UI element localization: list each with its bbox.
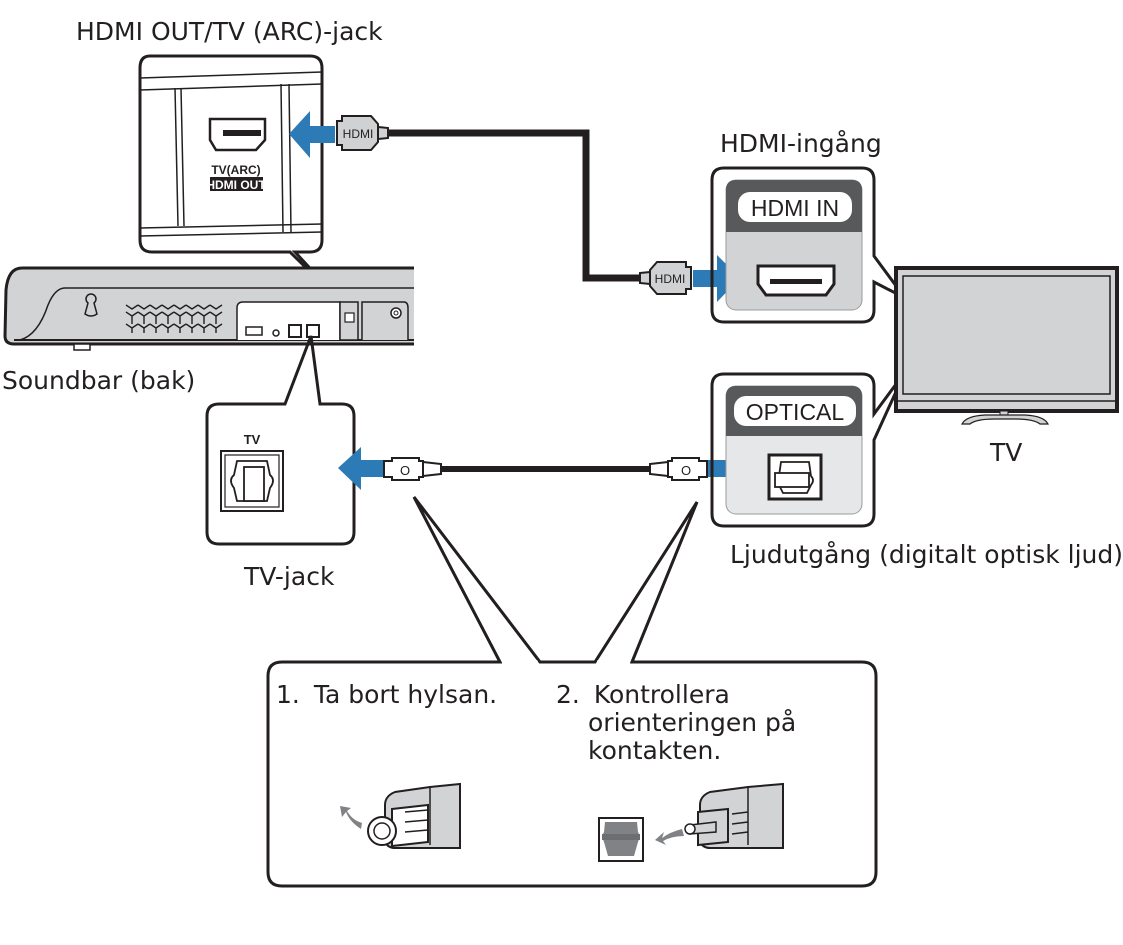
optical-port-1-icon	[288, 324, 302, 338]
rotate-arrow-icon	[340, 806, 362, 829]
steps-box	[266, 496, 878, 888]
svg-text:1. Ta bort hylsan.: 1. Ta bort hylsan.	[276, 680, 497, 709]
aux-port-icon	[272, 329, 280, 337]
hdmi-in-badge: HDMI IN	[751, 195, 839, 221]
optical-badge: OPTICAL	[746, 399, 845, 425]
tv-optical-callout: OPTICAL	[710, 371, 907, 528]
tv-illustration	[894, 266, 1119, 425]
vent-grille	[125, 304, 223, 333]
optical-plug-label-left: O	[400, 463, 410, 478]
power-jack-icon	[390, 307, 402, 319]
step-2-line-1: 2. Kontrollera	[556, 680, 730, 709]
audio-output-label: Ljudutgång (digitalt optisk ljud)	[730, 540, 1123, 569]
insert-arrow-soundbar-hdmi	[289, 111, 335, 158]
insert-arrow-icon	[655, 829, 684, 845]
tv-jack-label: TV-jack	[243, 562, 335, 591]
step-2-number: 2.	[556, 680, 580, 709]
hdmi-out-port-label: HDMI OUT	[206, 178, 266, 192]
check-orientation-illustration	[598, 782, 784, 862]
optical-cable: O O	[383, 457, 708, 481]
hdmi-input-label: HDMI-ingång	[720, 129, 882, 158]
hdmi-out-jack-label: HDMI OUT/TV (ARC)-jack	[76, 17, 383, 46]
step-2-line-3: kontakten.	[588, 736, 721, 765]
step-2-line-2: orienteringen på	[588, 708, 796, 737]
hdmi-port-small-icon	[344, 312, 355, 323]
tv-arc-port-label: TV(ARC)	[211, 163, 260, 177]
remove-cap-illustration	[340, 782, 461, 849]
hdmi-cable: HDMI HDMI	[336, 115, 692, 295]
optical-plug-label-right: O	[681, 463, 691, 478]
soundbar-rear-label: Soundbar (bak)	[2, 366, 195, 395]
tv-hdmi-in-callout: HDMI IN	[710, 166, 907, 324]
optical-port-tv-icon	[306, 324, 320, 338]
hdmi-plug-label-right: HDMI	[655, 272, 686, 286]
step-2: 2. Kontrollera orienteringen på kontakte…	[556, 680, 796, 862]
step-1-text: Ta bort hylsan.	[313, 680, 497, 709]
soundbar-optical-callout: TV	[205, 335, 356, 546]
soundbar-body	[3, 266, 414, 351]
usb-port-icon	[245, 326, 263, 336]
step-1: 1. Ta bort hylsan.	[276, 680, 497, 849]
tv-optical-port	[220, 450, 284, 512]
step-1-number: 1.	[276, 680, 300, 709]
hdmi-plug-label-left: HDMI	[343, 127, 374, 141]
tv-label: TV	[989, 438, 1022, 467]
insert-arrow-soundbar-optical	[338, 447, 383, 490]
tv-optical-port	[767, 453, 823, 501]
soundbar-hdmi-callout: TV(ARC) HDMI OUT	[138, 54, 344, 305]
tv-port-label: TV	[244, 432, 261, 447]
soundbar-hdmi-port	[208, 117, 267, 152]
tv-stand	[961, 414, 1049, 425]
tv-hdmi-port	[756, 264, 836, 297]
wall-mount-keyhole-icon	[84, 293, 98, 317]
